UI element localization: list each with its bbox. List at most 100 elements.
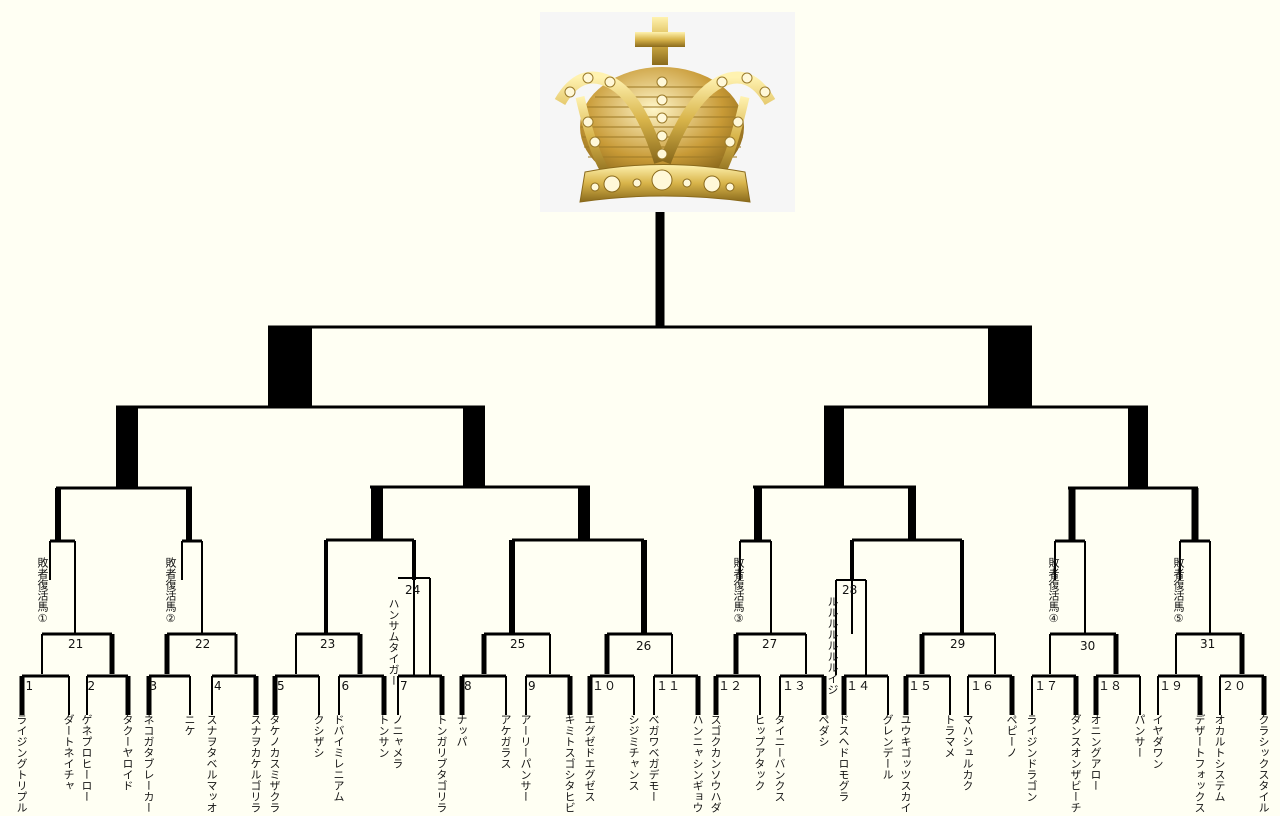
bracket-line <box>109 634 115 674</box>
bracket-line <box>181 541 183 580</box>
seed-bracket <box>1031 676 1033 715</box>
bracket-line <box>1054 541 1056 580</box>
entrant-name: ライジンドラゴン <box>1025 714 1038 802</box>
seed-bracket <box>1157 676 1159 715</box>
entrant-name: オニングアロー <box>1089 714 1102 791</box>
seed-bracket <box>906 674 950 678</box>
qf-thick <box>1128 407 1148 487</box>
bracket-line <box>1180 539 1210 543</box>
entrant-name: ペピーノ <box>1005 714 1018 758</box>
match-number: 25 <box>510 637 526 651</box>
entrant-name: ゲネプロヒーロー <box>80 714 93 802</box>
bracket-line <box>1113 634 1119 674</box>
seed-number: 8 <box>464 679 472 693</box>
seed-bracket <box>1197 676 1203 715</box>
seed-bracket <box>779 676 781 715</box>
entrant-name: デザートフォックス <box>1193 714 1206 813</box>
seed-number: 5 <box>277 679 285 693</box>
bracket-line <box>370 485 590 489</box>
bracket-line <box>182 539 202 543</box>
entrant-name: ダンスオンザビーチ <box>1069 714 1082 813</box>
match-number: 21 <box>68 637 84 651</box>
seed-bracket <box>253 676 259 715</box>
bracket-line <box>549 634 551 674</box>
seed-number: １９ <box>1159 679 1184 693</box>
wildcard-label: 敗者復活馬② <box>164 557 177 625</box>
match-number: 30 <box>1080 639 1096 653</box>
bracket-line <box>835 580 837 675</box>
bracket-line <box>398 577 414 579</box>
seed-bracket <box>381 676 387 715</box>
bracket-line <box>770 541 772 580</box>
qf-thick <box>116 407 138 487</box>
bracket-line <box>167 632 236 636</box>
seed-number: １１ <box>656 679 681 693</box>
bracket-line <box>357 634 363 674</box>
bracket-line <box>50 539 75 543</box>
seed-bracket <box>1032 674 1076 678</box>
seed-bracket <box>439 676 445 715</box>
bracket-line <box>481 634 487 674</box>
entrant-name: トンガリブタゴリラ <box>435 714 448 813</box>
bracket-line <box>1209 580 1211 634</box>
seed-bracket <box>459 676 465 715</box>
bracket-line <box>201 580 203 634</box>
match-number: 26 <box>636 639 652 653</box>
seed-bracket <box>887 676 889 715</box>
semi-left-thick <box>268 327 312 406</box>
entrant-name: パンサー <box>1133 714 1146 758</box>
bracket-line <box>295 634 297 674</box>
bracket-line <box>578 487 590 540</box>
entrant-name: タクーヤロイド <box>121 714 134 791</box>
bracket-line <box>1049 634 1051 674</box>
bracket-line <box>371 487 383 540</box>
seed-number: １７ <box>1034 679 1059 693</box>
bracket-line <box>512 538 644 542</box>
seed-bracket <box>22 674 69 678</box>
seed-bracket <box>949 676 951 715</box>
seed-bracket <box>149 674 190 678</box>
match-number: 23 <box>320 637 336 651</box>
entrant-name: ベガワベガデモー <box>647 714 660 802</box>
bracket-line <box>56 486 192 490</box>
bracket-line <box>116 405 485 409</box>
bracket-line <box>1084 580 1086 634</box>
seed-number: １４ <box>846 679 871 693</box>
seed-bracket <box>780 674 824 678</box>
entrant-name: クシザシ <box>312 714 325 758</box>
bracket-line <box>429 578 431 675</box>
seed-bracket <box>86 676 88 715</box>
bracket-line <box>1209 541 1211 580</box>
entrant-name: イヤダワン <box>1151 714 1164 769</box>
bracket-line <box>824 405 1148 409</box>
bracket-line <box>164 634 170 674</box>
seed-bracket <box>590 674 634 678</box>
bracket-line <box>836 579 866 581</box>
wildcard-label: 敗者復活馬① <box>36 557 49 625</box>
bracket-line <box>1055 539 1085 543</box>
entrant-name: ドバイミレニアム <box>332 714 345 802</box>
seed-bracket <box>1261 676 1267 715</box>
entrant-name: マハシュルカク <box>961 714 974 791</box>
bracket-line <box>770 580 772 634</box>
bracket-line <box>1191 488 1199 540</box>
bracket-line <box>865 580 867 675</box>
bracket-line <box>671 634 673 674</box>
bracket-line <box>641 540 647 634</box>
seed-bracket <box>212 674 256 678</box>
seed-bracket <box>505 676 507 715</box>
bracket-line <box>1239 634 1245 674</box>
bracket-line <box>753 485 916 489</box>
seed-number: １８ <box>1098 679 1123 693</box>
bracket-line <box>994 634 996 674</box>
entrant-name: トラマメ <box>943 714 956 758</box>
bracket-line <box>41 634 43 674</box>
wildcard-label: 敗者復活馬④ <box>1047 557 1060 625</box>
seed-number: １０ <box>592 679 617 693</box>
seed-bracket <box>759 676 761 715</box>
bracket-line <box>1175 634 1177 674</box>
entrant-name: キミトスゴシタヒビ <box>563 714 576 813</box>
qf-thick <box>463 407 485 487</box>
